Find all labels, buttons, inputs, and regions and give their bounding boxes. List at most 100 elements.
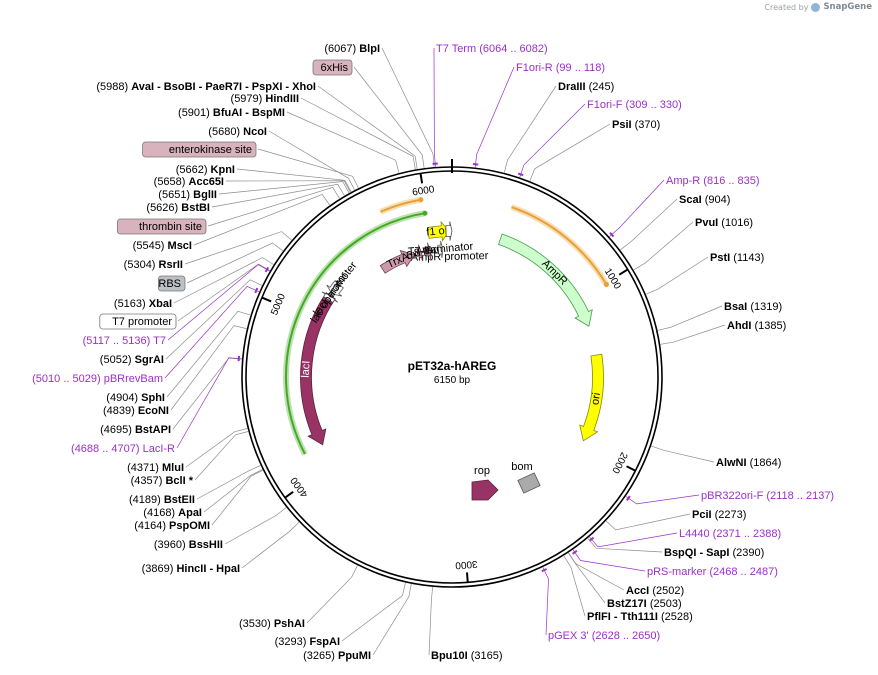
site-position: (5545) (133, 240, 165, 252)
leader-line (633, 221, 694, 271)
leader-line (241, 522, 300, 569)
right-label-bspqi-sapi: BspQI - SapI (2390) (664, 547, 764, 559)
leader-line (196, 465, 261, 500)
feature-box (157, 275, 186, 292)
leader-line (433, 47, 436, 167)
site-name: Bpu10I (431, 650, 468, 662)
leader-line (381, 47, 435, 167)
left-label-bfuai-bspmi: (5901) BfuAI - BspMI (178, 107, 285, 119)
site-text: (4371) MluI (127, 462, 184, 474)
left-label-bcli-: (4357) BclI * (131, 475, 194, 487)
site-position: (904) (705, 194, 731, 206)
primer-arcs (283, 196, 610, 456)
site-text: 6xHis (320, 62, 348, 74)
right-label-bsai: BsaI (1319) (724, 301, 782, 313)
left-label-mlui: (4371) MluI (127, 462, 184, 474)
site-position: (816 .. 835) (703, 175, 759, 187)
site-position: (5658) (154, 176, 186, 188)
tick-mark (618, 268, 629, 276)
left-label-ncoi: (5680) NcoI (208, 126, 267, 138)
feature-label: rop (474, 465, 490, 477)
site-name: MscI (168, 240, 192, 252)
site-text: (5658) Acc65I (154, 176, 224, 188)
site-position: (4168) (143, 507, 175, 519)
site-position: (5680) (208, 126, 240, 138)
primer-mark (626, 495, 631, 501)
site-position: (4688 .. 4707) (71, 443, 140, 455)
site-text: (5901) BfuAI - BspMI (178, 107, 285, 119)
right-label-pgex-3-: pGEX 3' (2628 .. 2650) (548, 630, 660, 642)
site-position: (99 .. 118) (556, 62, 605, 74)
leader-line (306, 565, 358, 624)
site-position: (5052) (100, 354, 132, 366)
site-text: (3960) BssHII (154, 539, 223, 551)
right-label-scai: ScaI (904) (679, 194, 730, 206)
site-name: BglII (193, 189, 217, 201)
feature-rop: rop (471, 465, 499, 501)
leader-line (186, 242, 284, 284)
left-label-rbs: RBS (157, 275, 186, 292)
site-text: PstI (1143) (710, 252, 764, 264)
site-position: (370) (635, 119, 661, 131)
site-text: (5651) BglII (158, 189, 217, 201)
leader-line (529, 123, 611, 182)
site-text: PciI (2273) (692, 509, 746, 521)
right-label-t7-term: T7 Term (6064 .. 6082) (436, 43, 548, 55)
leader-line (166, 310, 251, 398)
site-text: T7 promoter (112, 316, 172, 328)
site-position: (1143) (733, 252, 764, 264)
site-text: BsaI (1319) (724, 301, 782, 313)
left-label-ppumi: (3265) PpuMI (303, 650, 371, 662)
site-position: (2390) (732, 547, 764, 559)
left-label-pbrrevbam: (5010 .. 5029) pBRrevBam (32, 373, 163, 385)
site-name: BfuAI - BspMI (213, 107, 285, 119)
site-name: PspOMI (169, 520, 210, 532)
site-name: BsaI (724, 301, 747, 313)
leader-line (164, 285, 260, 379)
leader-line (207, 186, 340, 227)
site-name: HincII - HpaI (176, 563, 240, 575)
left-label-bstbi: (5626) BstBI (146, 202, 210, 214)
site-name: RsrII (159, 259, 183, 271)
feature-box (99, 313, 177, 330)
site-text: (4168) ApaI (143, 507, 202, 519)
feature-label: AmpR (539, 258, 569, 288)
site-name: L4440 (679, 528, 710, 540)
site-text: (4695) BstAPI (100, 424, 171, 436)
left-label-t7-promoter: T7 promoter (99, 313, 177, 330)
leader-line (645, 256, 709, 295)
feature-shape (321, 291, 339, 303)
credit: Created by SnapGene (764, 2, 872, 12)
feature-shape (416, 244, 423, 262)
leader-line (193, 193, 330, 246)
feature-box-label: T7 promoter (112, 316, 172, 328)
site-text: RBS (158, 278, 181, 290)
left-label-kpni: (5662) KpnI (176, 164, 235, 176)
feature-lacI: lacI (300, 292, 336, 446)
leader-line (236, 168, 352, 192)
leader-line (225, 180, 351, 193)
right-label-psii: PsiI (370) (612, 119, 660, 131)
leader-line (218, 181, 350, 195)
site-name: T7 Term (436, 43, 476, 55)
feature-box-label: 6xHis (320, 62, 348, 74)
left-label-enterokinase-site: enterokinase site (142, 141, 257, 158)
site-name: AlwNI (716, 457, 747, 469)
site-name: PsiI (612, 119, 632, 131)
site-text: PflFI - Tth111I (2528) (587, 611, 693, 623)
tick-label: 2000 (609, 450, 629, 475)
tick-label: 4000 (288, 474, 310, 499)
site-position: (6064 .. 6082) (479, 43, 548, 55)
site-position: (2502) (652, 585, 684, 597)
site-text: AlwNI (1864) (716, 457, 781, 469)
site-position: (2468 .. 2487) (709, 566, 778, 578)
plasmid-name: pET32a-hAREG (408, 359, 497, 373)
site-name: EcoNI (138, 405, 169, 417)
right-label-pvui: PvuI (1016) (695, 217, 753, 229)
site-position: (1864) (750, 457, 782, 469)
primer-mark (541, 568, 547, 573)
feature-box-label: enterokinase site (169, 144, 252, 156)
site-position: (1016) (721, 217, 753, 229)
site-text: (5662) KpnI (176, 164, 235, 176)
arc-end-orange-right (603, 282, 609, 288)
